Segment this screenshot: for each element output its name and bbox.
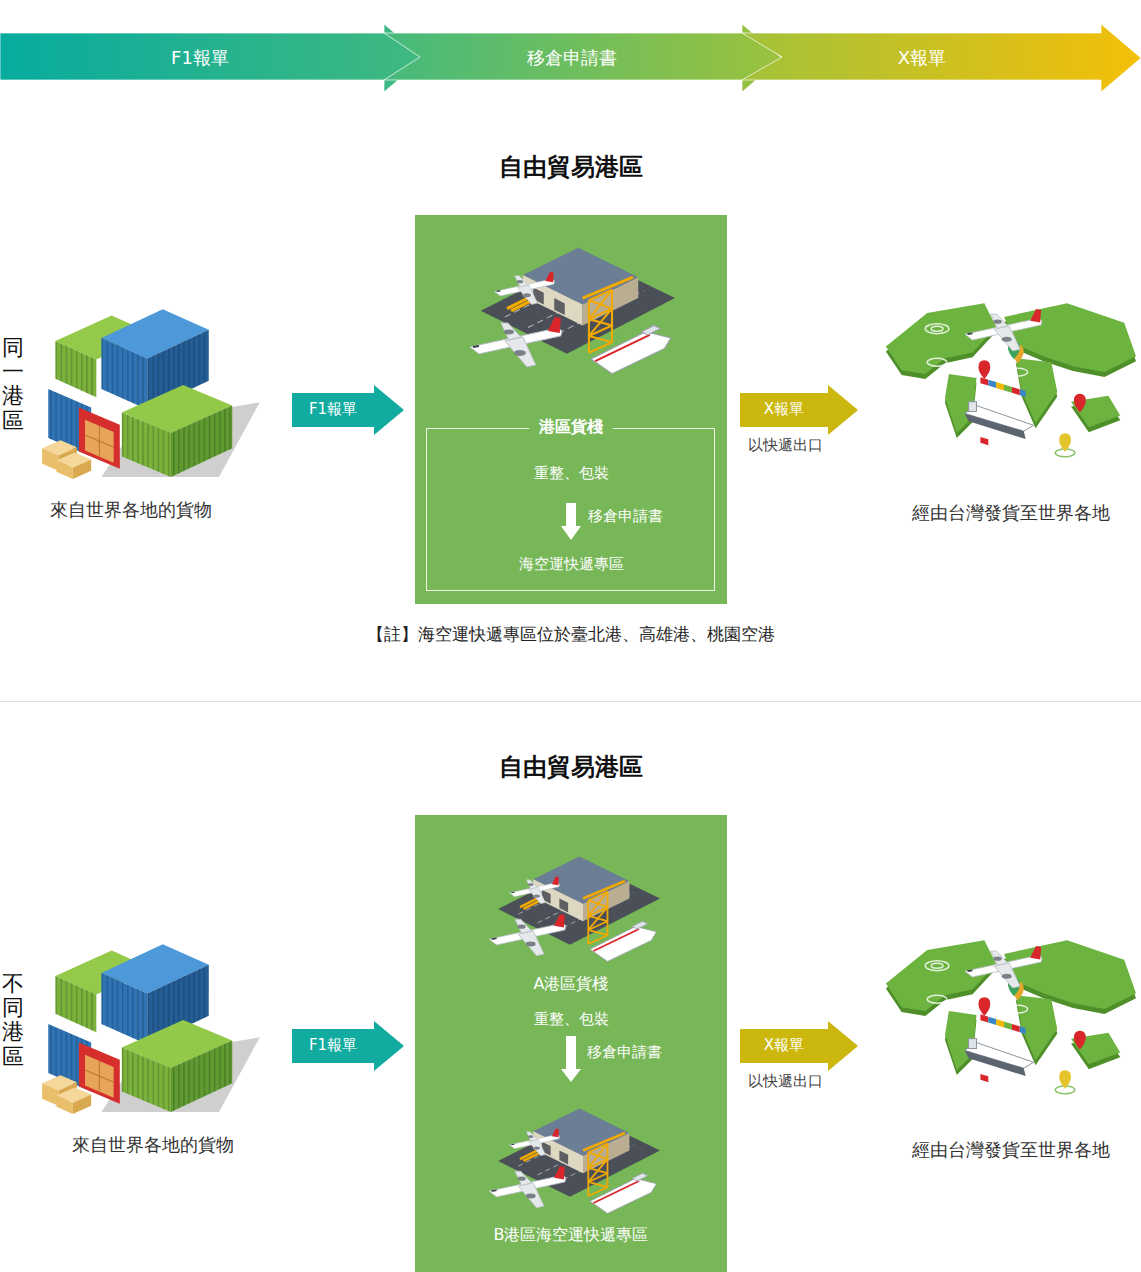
port-b-express-zone: B港區海空運快遞專區	[415, 1092, 727, 1252]
node-text: A港區貨棧	[534, 974, 609, 995]
node-text: X報單	[898, 46, 946, 69]
cargo-source: 來自世界各地的貨物	[30, 925, 280, 1165]
cargo-source: 來自世界各地的貨物	[30, 290, 280, 530]
node-text: 港區貨棧	[529, 417, 613, 438]
port-illustration	[489, 1108, 660, 1213]
section-label: 同一港區	[2, 336, 24, 433]
arrow-note: 以快遞出口	[748, 1072, 823, 1092]
node-text: 來自世界各地的貨物	[50, 498, 212, 521]
node-text: 經由台灣發貨至世界各地	[912, 1138, 1110, 1161]
node-text: 移倉申請書	[527, 46, 617, 69]
footnote: 【註】海空運快遞專區位於臺北港、高雄港、桃園空港	[367, 623, 775, 645]
world-destination: 經由台灣發貨至世界各地	[868, 290, 1134, 530]
world-map-illustration	[886, 303, 1136, 457]
arrow-label: X報單	[764, 400, 804, 420]
arrow-note: 以快遞出口	[748, 436, 823, 456]
free-trade-zone: 自由貿易港區港區貨棧重整、包裝移倉申請書海空運快遞專區	[415, 215, 727, 604]
down-arrow	[561, 1036, 581, 1082]
port-illustration	[470, 248, 675, 374]
block-arrow	[292, 385, 404, 435]
free-trade-zone: 自由貿易港區A港區貨棧重整、包裝B港區海空運快遞專區	[415, 815, 727, 1272]
arrow-label: X報單	[764, 1036, 804, 1056]
node-text: 移倉申請書	[588, 507, 663, 527]
arrow-label: F1報單	[309, 400, 357, 420]
step-chevron: 移倉申請書	[384, 24, 782, 92]
block-arrow	[740, 385, 858, 435]
containers-illustration	[42, 944, 260, 1114]
node-text: 重整、包裝	[534, 464, 609, 484]
warehouse-box: 港區貨棧重整、包裝移倉申請書海空運快遞專區	[426, 428, 715, 591]
node-text: 經由台灣發貨至世界各地	[912, 501, 1110, 524]
section-divider	[0, 701, 1141, 702]
arrow-label: 移倉申請書	[587, 1043, 662, 1063]
section-label: 不同港區	[2, 972, 24, 1069]
node-text: 海空運快遞專區	[519, 555, 624, 575]
port-illustration	[489, 856, 660, 961]
node-text: B港區海空運快遞專區	[494, 1225, 649, 1246]
down-arrow	[561, 503, 581, 540]
port-a-warehouse: A港區貨棧重整、包裝	[415, 845, 727, 1032]
node-text: 自由貿易港區	[499, 752, 643, 783]
node-text: 自由貿易港區	[499, 152, 643, 183]
arrow-label: F1報單	[309, 1036, 357, 1056]
block-arrow	[292, 1021, 404, 1071]
step-chevron: X報單	[742, 24, 1141, 92]
node-text: F1報單	[171, 46, 229, 69]
node-text: 重整、包裝	[534, 1010, 609, 1030]
containers-illustration	[42, 309, 260, 479]
block-arrow	[740, 1021, 858, 1071]
world-destination: 經由台灣發貨至世界各地	[868, 925, 1134, 1165]
world-map-illustration	[886, 940, 1136, 1094]
node-text: 來自世界各地的貨物	[72, 1133, 234, 1156]
step-chevron: F1報單	[0, 24, 424, 92]
